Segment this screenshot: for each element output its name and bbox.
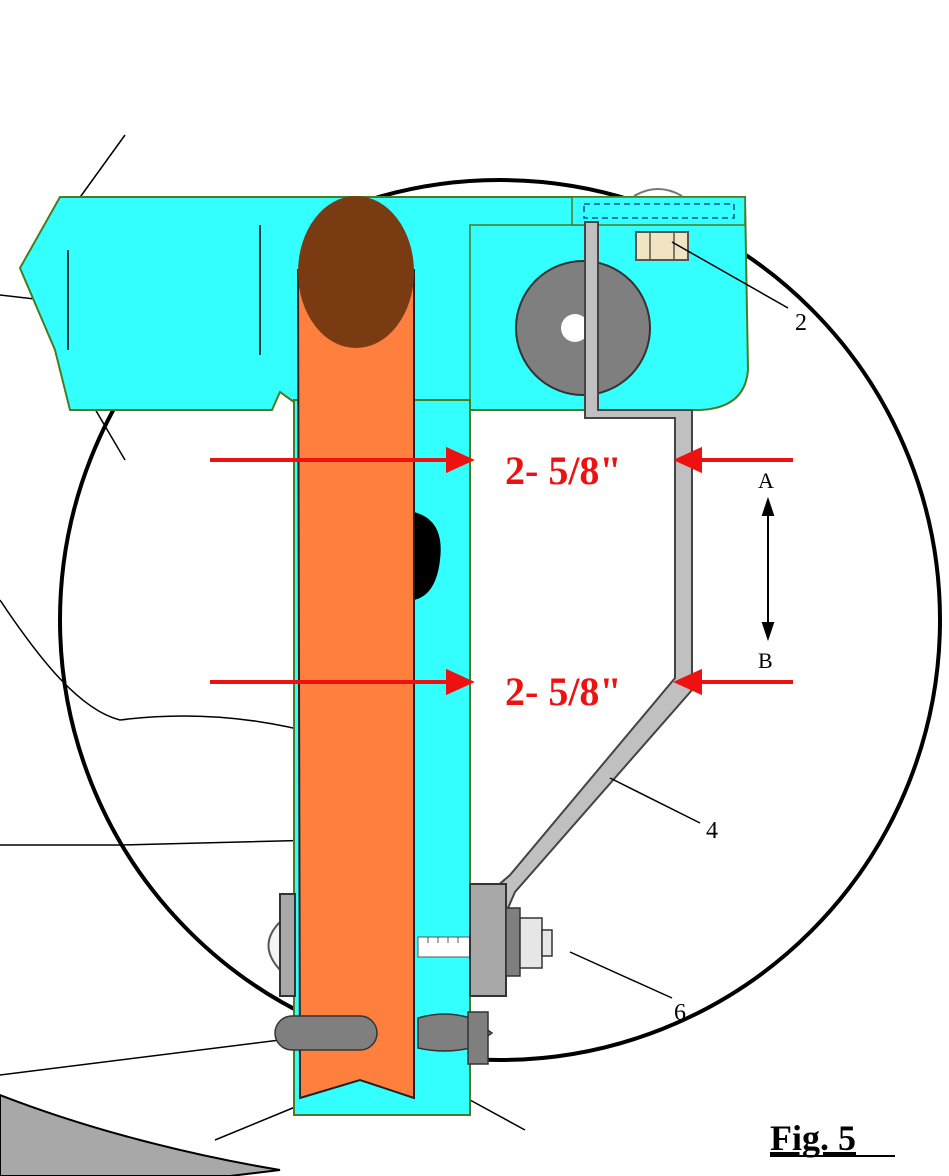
callout-4: 4 xyxy=(706,818,718,844)
bracket-cutout-edge xyxy=(469,224,590,410)
range-arrow xyxy=(761,496,775,642)
lower-dimension-arrows xyxy=(210,668,793,696)
post-cap xyxy=(298,196,414,348)
clamp-band-left xyxy=(274,1015,378,1051)
range-label-top: A xyxy=(758,468,774,493)
dimension-lower-label: 2- 5/8" xyxy=(505,669,622,714)
callout-leaders xyxy=(569,241,789,999)
strap-plate xyxy=(469,883,507,997)
lower-left-surface xyxy=(0,1093,281,1176)
screw-head-top xyxy=(633,188,683,197)
clamp-tab xyxy=(467,1011,489,1065)
threaded-slot xyxy=(417,936,471,958)
range-label-bottom: B xyxy=(758,648,773,673)
top-slot xyxy=(571,196,746,226)
slot-threads xyxy=(427,937,459,943)
figure-label: Fig. 5 xyxy=(770,1118,856,1158)
callout-2: 2 xyxy=(795,310,807,336)
lock-washer xyxy=(505,907,521,977)
dimension-upper-label: 2- 5/8" xyxy=(505,448,622,493)
crossbar-marks xyxy=(67,225,261,355)
upper-dimension-arrows xyxy=(210,446,793,474)
callout-6: 6 xyxy=(674,1000,686,1026)
leg-hole xyxy=(414,512,441,600)
bolt-end xyxy=(541,929,553,957)
hex-nut-lower xyxy=(519,917,543,969)
dashed-screw xyxy=(583,203,735,219)
washer-hole xyxy=(561,314,589,342)
left-plate xyxy=(279,893,296,997)
